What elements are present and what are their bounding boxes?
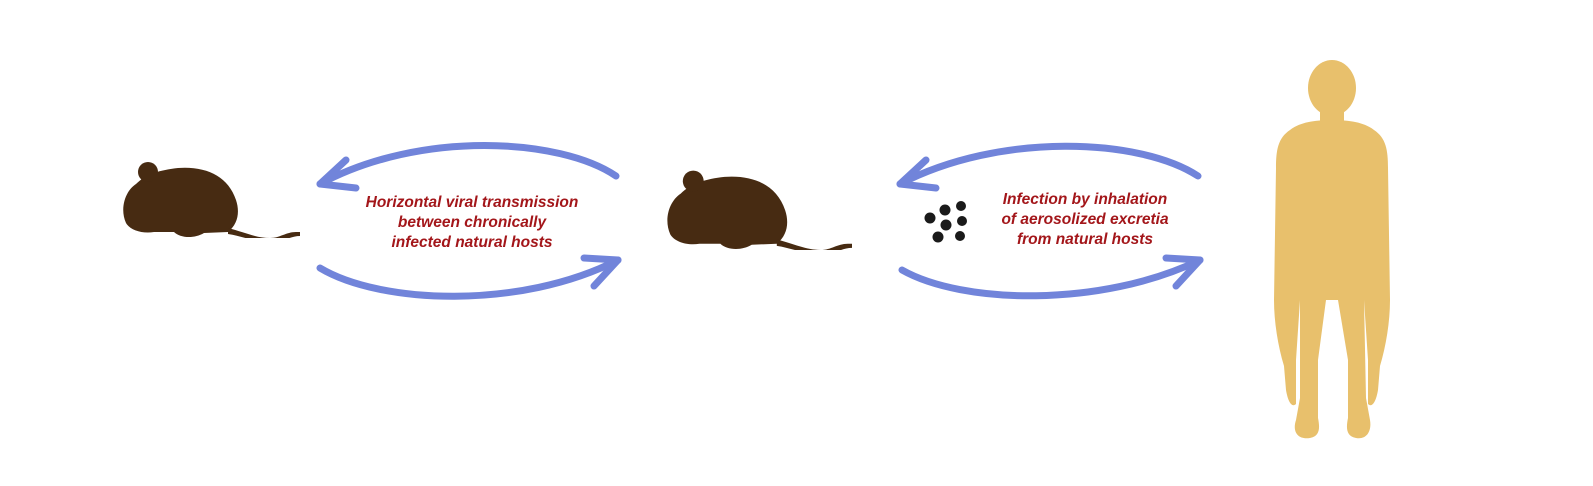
arrow-to-human <box>898 254 1204 300</box>
rodent-transmission-label: Horizontal viral transmission between ch… <box>340 193 604 253</box>
rodent-left-icon <box>123 162 300 238</box>
human-infection-line1: Infection by inhalation <box>1002 191 1168 208</box>
rodent-transmission-line2: between chronically <box>397 214 547 231</box>
rodent-transmission-line1: Horizontal viral transmission <box>365 194 579 211</box>
human-infection-line2: of aerosolized excretia <box>1001 211 1169 228</box>
arrow-back-to-rodent <box>896 142 1202 192</box>
rodent-transmission-line3: infected natural hosts <box>391 234 553 251</box>
rodent-middle-icon <box>667 170 852 250</box>
human-infection-label: Infection by inhalation of aerosolized e… <box>978 190 1192 250</box>
arrow-to-left-host <box>316 142 620 192</box>
human-silhouette-icon <box>1274 60 1390 439</box>
human-infection-line3: from natural hosts <box>1016 231 1154 248</box>
aerosol-particles-icon <box>924 201 967 243</box>
arrow-to-middle-host <box>316 254 622 300</box>
